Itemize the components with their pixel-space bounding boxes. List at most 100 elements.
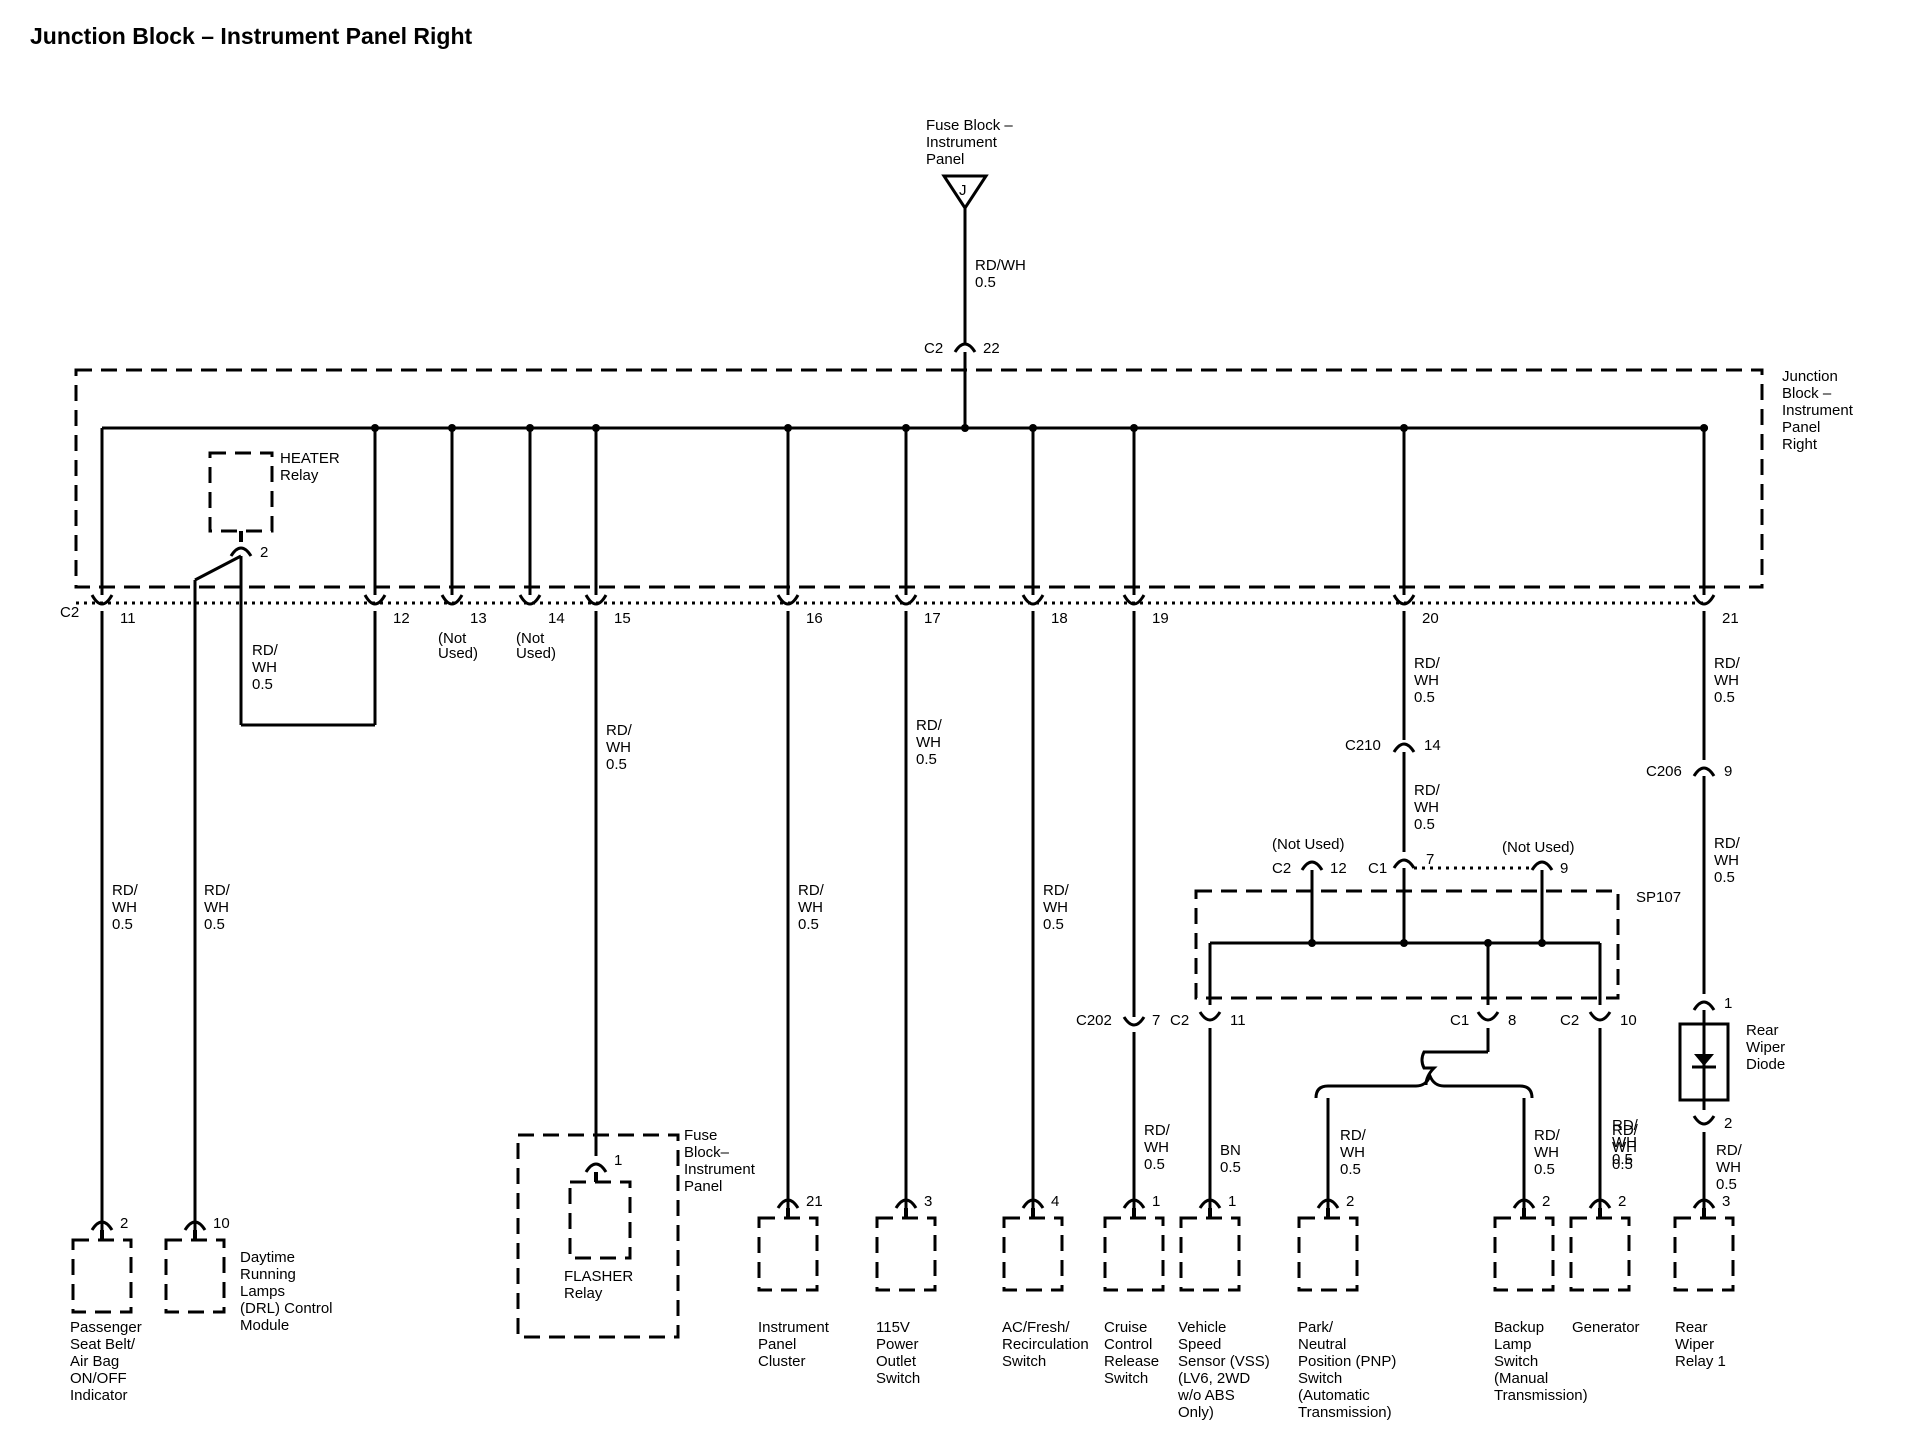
fuse-block-label-1: Fuse — [684, 1127, 717, 1144]
component-5-label-1: AC/Fresh/ — [1002, 1319, 1070, 1336]
component-4-wire-label-1: RD/ — [916, 717, 943, 734]
pin-19-connector — [1122, 594, 1146, 606]
block-label-3: Instrument — [1782, 402, 1854, 419]
pin-15-connector — [584, 594, 608, 606]
component-9-label-1: Backup — [1494, 1319, 1544, 1336]
pin-13-note-2: Used) — [438, 645, 478, 662]
diode-bottom-pin: 2 — [1724, 1115, 1732, 1132]
sp107-c2-10-connector-label: C2 — [1560, 1012, 1579, 1029]
pin-19-splice-dot — [1130, 424, 1138, 432]
component-7-label-3: Sensor (VSS) — [1178, 1353, 1270, 1370]
c202-connector-label: C202 — [1076, 1012, 1112, 1029]
terminal-letter: J — [959, 182, 967, 199]
flasher-relay-label-1: FLASHER — [564, 1268, 633, 1285]
component-11-box — [1673, 1216, 1735, 1292]
terminal-triangle — [941, 174, 989, 211]
sp107-c1-8-pin-label: 8 — [1508, 1012, 1516, 1029]
component-5-label-2: Recirculation — [1002, 1336, 1089, 1353]
generator-wire-label-3: 0.5 — [1612, 1151, 1633, 1168]
source-label-2: Instrument — [926, 134, 998, 151]
junction-block-label: Junction Block – Instrument Panel Right — [1782, 368, 1854, 453]
component-7-label-1: Vehicle — [1178, 1319, 1226, 1336]
component-11-label-1: Rear — [1675, 1319, 1708, 1336]
heater-relay-pin-connector — [229, 546, 253, 557]
component-7-pin: 1 — [1228, 1193, 1236, 1210]
component-11-wire-label-3: 0.5 — [1716, 1176, 1737, 1193]
c206-connector-label: C206 — [1646, 763, 1682, 780]
component-4-box — [875, 1216, 937, 1292]
c206-wire-label-2: WH — [1714, 852, 1739, 869]
block-label-1: Junction — [1782, 368, 1838, 385]
heater-relay-wire-a — [194, 554, 242, 582]
block-label-2: Block – — [1782, 385, 1832, 402]
component-8-wire-label-1: RD/ — [1340, 1127, 1367, 1144]
component-1-wire-label-1: RD/ — [112, 882, 139, 899]
pin-16-splice-dot — [784, 424, 792, 432]
component-4-wire-label-3: 0.5 — [916, 751, 937, 768]
pin-12-connector — [363, 594, 387, 606]
pin-13-note-1: (Not — [438, 630, 467, 647]
component-6-connector — [1122, 1198, 1146, 1209]
component-9-label-4: (Manual — [1494, 1370, 1548, 1387]
sp107-c1-7-connector-label: C1 — [1368, 860, 1387, 877]
feed-wire-size: 0.5 — [975, 274, 996, 291]
pin-13-label: 13 — [470, 610, 487, 627]
generator-wire-label-2: WH — [1612, 1134, 1637, 1151]
feed-wire-color: RD/WH — [975, 257, 1026, 274]
sp107-c2-11-connector — [1198, 1011, 1222, 1022]
pin-18-splice-dot — [1029, 424, 1037, 432]
component-9-box — [1493, 1216, 1555, 1292]
component-7-label-6: Only) — [1178, 1404, 1214, 1421]
pin-13-splice-dot — [448, 424, 456, 432]
component-6-pin: 1 — [1152, 1193, 1160, 1210]
component-5-box — [1002, 1216, 1064, 1292]
pin-17-label: 17 — [924, 610, 941, 627]
component-1-box — [71, 1238, 133, 1314]
component-5-wire-label-2: WH — [1043, 899, 1068, 916]
heater-relay-pin: 2 — [260, 544, 268, 561]
c2-22-connector-label: C2 — [924, 340, 943, 357]
component-2-pin: 10 — [213, 1215, 230, 1232]
sp107-c2-12-connector-label: C2 — [1272, 860, 1291, 877]
component-2-wire-label-2: WH — [204, 899, 229, 916]
component-10-wire-label-2: WH — [1612, 1139, 1637, 1156]
diode-label-3: Diode — [1746, 1056, 1785, 1073]
component-5-connector — [1021, 1198, 1045, 1209]
component-3-box — [757, 1216, 819, 1292]
c2-pin-17: 17 — [894, 424, 941, 627]
component-1-label-3: Air Bag — [70, 1353, 119, 1370]
pin-21-connector — [1692, 594, 1716, 606]
pin-20-wire-label-3: 0.5 — [1414, 689, 1435, 706]
component-11-wire-label-1: RD/ — [1716, 1142, 1743, 1159]
component-10-wire-label-1: RD/ — [1612, 1122, 1639, 1139]
component-11-pin: 3 — [1722, 1193, 1730, 1210]
pin-12-splice-dot — [371, 424, 379, 432]
heater-relay-label-2: Relay — [280, 467, 319, 484]
c206-wire-label-3: 0.5 — [1714, 869, 1735, 886]
bus-splice-dot — [961, 424, 969, 432]
component-1-pin: 2 — [120, 1215, 128, 1232]
pin-20-wire-label-1: RD/ — [1414, 655, 1441, 672]
component-8-label-1: Park/ — [1298, 1319, 1334, 1336]
fuse-block-label-2: Block– — [684, 1144, 730, 1161]
diode-top-connector — [1692, 1000, 1716, 1011]
generator-wire-label-1: RD/ — [1612, 1117, 1639, 1134]
component-4-label-3: Outlet — [876, 1353, 917, 1370]
heater-relay-label-1: HEATER — [280, 450, 340, 467]
c2-pin-15: 15 — [584, 424, 631, 627]
component-7-label-2: Speed — [1178, 1336, 1221, 1353]
pin-19-label: 19 — [1152, 610, 1169, 627]
component-6-label-3: Release — [1104, 1353, 1159, 1370]
c206-connector — [1692, 766, 1716, 777]
junction-block-outline — [74, 368, 1764, 589]
pin-16-connector — [776, 594, 800, 606]
component-1-wire-label-2: WH — [112, 899, 137, 916]
pin-21-wire-label-2: WH — [1714, 672, 1739, 689]
flasher-pin-label: 1 — [614, 1152, 622, 1169]
pin-18-label: 18 — [1051, 610, 1068, 627]
component-11-wire-label-2: WH — [1716, 1159, 1741, 1176]
